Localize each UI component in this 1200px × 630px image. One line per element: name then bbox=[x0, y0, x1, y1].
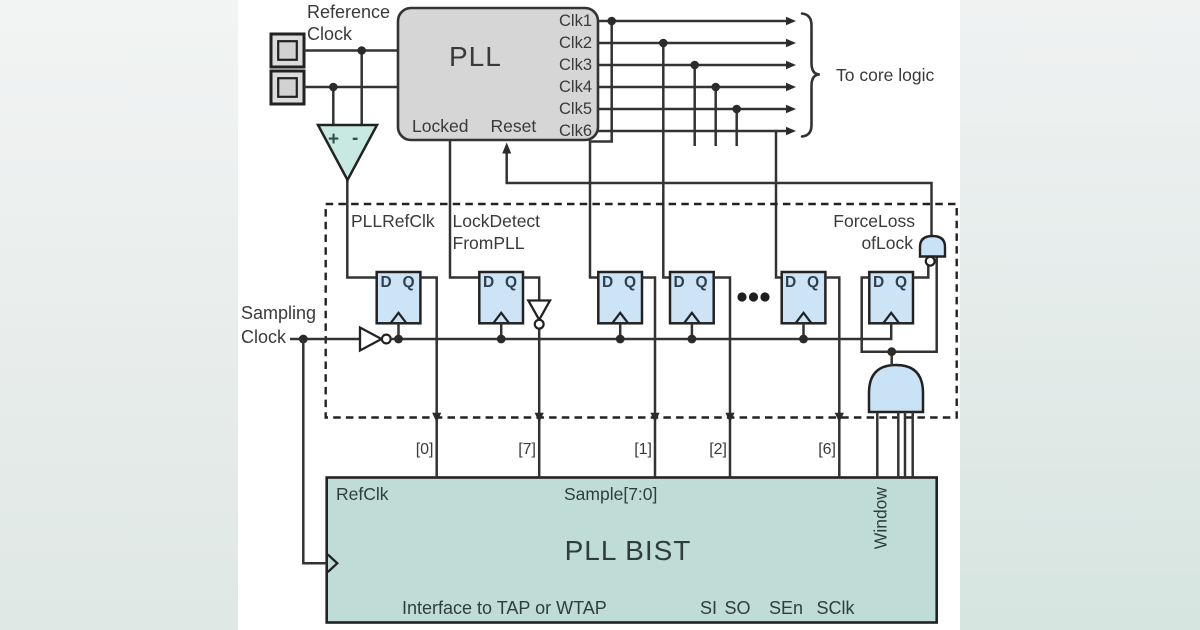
dff7-q-label: Q bbox=[505, 274, 518, 291]
window-d-net-wire bbox=[860, 256, 938, 353]
sampling-inverter-icon bbox=[358, 325, 384, 353]
forceloss-label-line2: ofLock bbox=[861, 233, 913, 253]
lockdetect-label-line1: LockDetect bbox=[452, 210, 541, 231]
locked-wire bbox=[448, 140, 480, 279]
clk-output-wires bbox=[598, 19, 787, 133]
pll-reset-port-label: Reset bbox=[490, 115, 537, 136]
pll-bist-block bbox=[325, 476, 939, 624]
sampling-line-dots bbox=[298, 334, 808, 344]
phase-comparator-icon bbox=[315, 123, 380, 183]
dff-row bbox=[375, 270, 915, 325]
dff2-d-label: D bbox=[673, 274, 685, 291]
sample-bit-wires bbox=[420, 276, 841, 478]
dff-clock-chevrons bbox=[389, 310, 901, 324]
bist-refclk-label: RefClk bbox=[336, 484, 389, 504]
force-loss-gate-icon bbox=[918, 234, 947, 258]
dff1-q-label: Q bbox=[624, 274, 637, 291]
pll-output-clk5: Clk5 bbox=[558, 99, 592, 118]
bist-title: PLL BIST bbox=[564, 535, 692, 566]
to-core-logic-label: To core logic bbox=[836, 64, 935, 85]
junction-dots-clk bbox=[607, 16, 741, 114]
sample-bit-arrowheads bbox=[432, 412, 844, 423]
window-gate-input-wires bbox=[876, 412, 914, 478]
comparator-plus-label: + bbox=[328, 129, 340, 150]
lockdetect-inverter-bubble-icon bbox=[533, 318, 545, 330]
reset-wire bbox=[505, 152, 933, 236]
core-logic-brace bbox=[800, 12, 820, 138]
reference-pad2-icon bbox=[269, 69, 306, 106]
reference-pad-icon bbox=[269, 32, 306, 69]
junction-dot bbox=[357, 46, 367, 55]
dff-window bbox=[868, 270, 915, 325]
pll-title: PLL bbox=[449, 41, 502, 72]
inverter-bubble-icon bbox=[380, 333, 392, 345]
bist-sample-bus-label: Sample[7:0] bbox=[564, 484, 658, 504]
junction-dot bbox=[329, 82, 338, 92]
dff7-d-label: D bbox=[483, 274, 495, 291]
pllrefclk-label: PLLRefClk bbox=[351, 210, 435, 231]
ellipsis-dots bbox=[737, 292, 770, 302]
reference-clock-wires bbox=[304, 49, 398, 279]
window-and-gate-icon bbox=[867, 363, 925, 414]
right-gradient-panel bbox=[960, 0, 1200, 630]
clk-arrowheads bbox=[786, 16, 796, 136]
dff1-d-label: D bbox=[602, 274, 614, 291]
pll-output-clk3: Clk3 bbox=[558, 55, 592, 74]
pll-output-clk6: Clk6 bbox=[558, 121, 592, 140]
bist-scan-so-label: SO bbox=[724, 597, 751, 618]
bist-scan-si-label: SI bbox=[700, 597, 718, 618]
dff6-q-label: Q bbox=[807, 274, 820, 291]
dff-6 bbox=[780, 270, 827, 325]
junction-dot bbox=[887, 347, 897, 357]
comparator-minus-label: - bbox=[352, 128, 359, 149]
dff-1 bbox=[597, 270, 644, 325]
dffw-q-label: Q bbox=[895, 274, 908, 291]
lockdetect-label-line2: FromPLL bbox=[452, 232, 525, 253]
bist-clock-wire bbox=[302, 339, 327, 565]
reset-arrowhead bbox=[502, 142, 512, 154]
pll-locked-port-label: Locked bbox=[412, 115, 469, 136]
bit-label-7: [7] bbox=[518, 441, 536, 458]
sampling-region-dashed-box bbox=[324, 202, 958, 419]
pll-output-clk1: Clk1 bbox=[558, 11, 592, 30]
pll-block bbox=[396, 6, 600, 142]
window-ff-q-wire bbox=[913, 265, 930, 279]
reference-clock-label-line1: Reference bbox=[307, 2, 391, 22]
dff6-d-label: D bbox=[785, 274, 797, 291]
pll-output-clk2: Clk2 bbox=[558, 33, 592, 52]
dff0-q-label: Q bbox=[402, 274, 415, 291]
force-loss-gate-bubble-icon bbox=[924, 255, 936, 267]
dffw-d-label: D bbox=[873, 274, 885, 291]
clk-tap-wires bbox=[588, 21, 782, 279]
bist-scan-sclk-label: SClk bbox=[816, 597, 855, 618]
bit-label-2: [2] bbox=[709, 441, 727, 458]
sampling-clock-label-line1: Sampling bbox=[241, 303, 317, 323]
reference-clock-label-line2: Clock bbox=[307, 23, 353, 44]
bit-label-1: [1] bbox=[634, 441, 652, 458]
bit-label-0: [0] bbox=[415, 441, 434, 458]
dff-clock-stubs bbox=[397, 323, 805, 339]
dff2-q-label: Q bbox=[695, 274, 708, 291]
sampling-clock-label-line2: Clock bbox=[241, 326, 287, 347]
bist-window-label: Window bbox=[869, 486, 890, 550]
bist-scan-sen-label: SEn bbox=[769, 597, 804, 618]
left-gradient-panel bbox=[0, 0, 238, 630]
pll-output-clk4: Clk4 bbox=[558, 77, 592, 96]
bist-clock-chevron bbox=[327, 553, 339, 573]
lockdetect-inverter-icon bbox=[526, 299, 552, 323]
bit-label-6: [6] bbox=[818, 441, 836, 458]
dff0-d-label: D bbox=[380, 274, 392, 291]
sampling-clock-wire bbox=[390, 323, 893, 341]
bist-interface-label: Interface to TAP or WTAP bbox=[402, 597, 607, 618]
forceloss-label-line1: ForceLoss bbox=[833, 210, 915, 231]
